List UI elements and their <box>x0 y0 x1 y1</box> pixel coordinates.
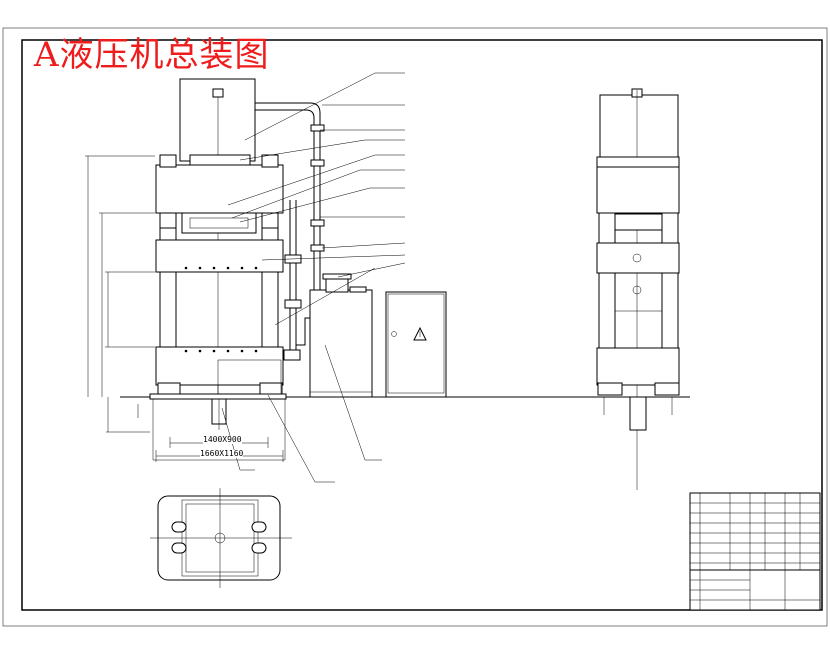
dimension-lines <box>85 155 284 462</box>
front-view-press <box>149 78 287 461</box>
side-view-press <box>590 88 690 490</box>
outer-width-dimension: 1660X1160 <box>200 449 244 458</box>
oil-tank <box>309 273 373 398</box>
sheet-border <box>2 27 828 627</box>
inner-width-dimension: 1400X900 <box>203 435 242 444</box>
plan-view <box>150 488 292 588</box>
electric-cabinet <box>385 291 447 398</box>
drawing-title: A液压机总装图 <box>34 35 270 75</box>
title-block <box>689 492 821 611</box>
